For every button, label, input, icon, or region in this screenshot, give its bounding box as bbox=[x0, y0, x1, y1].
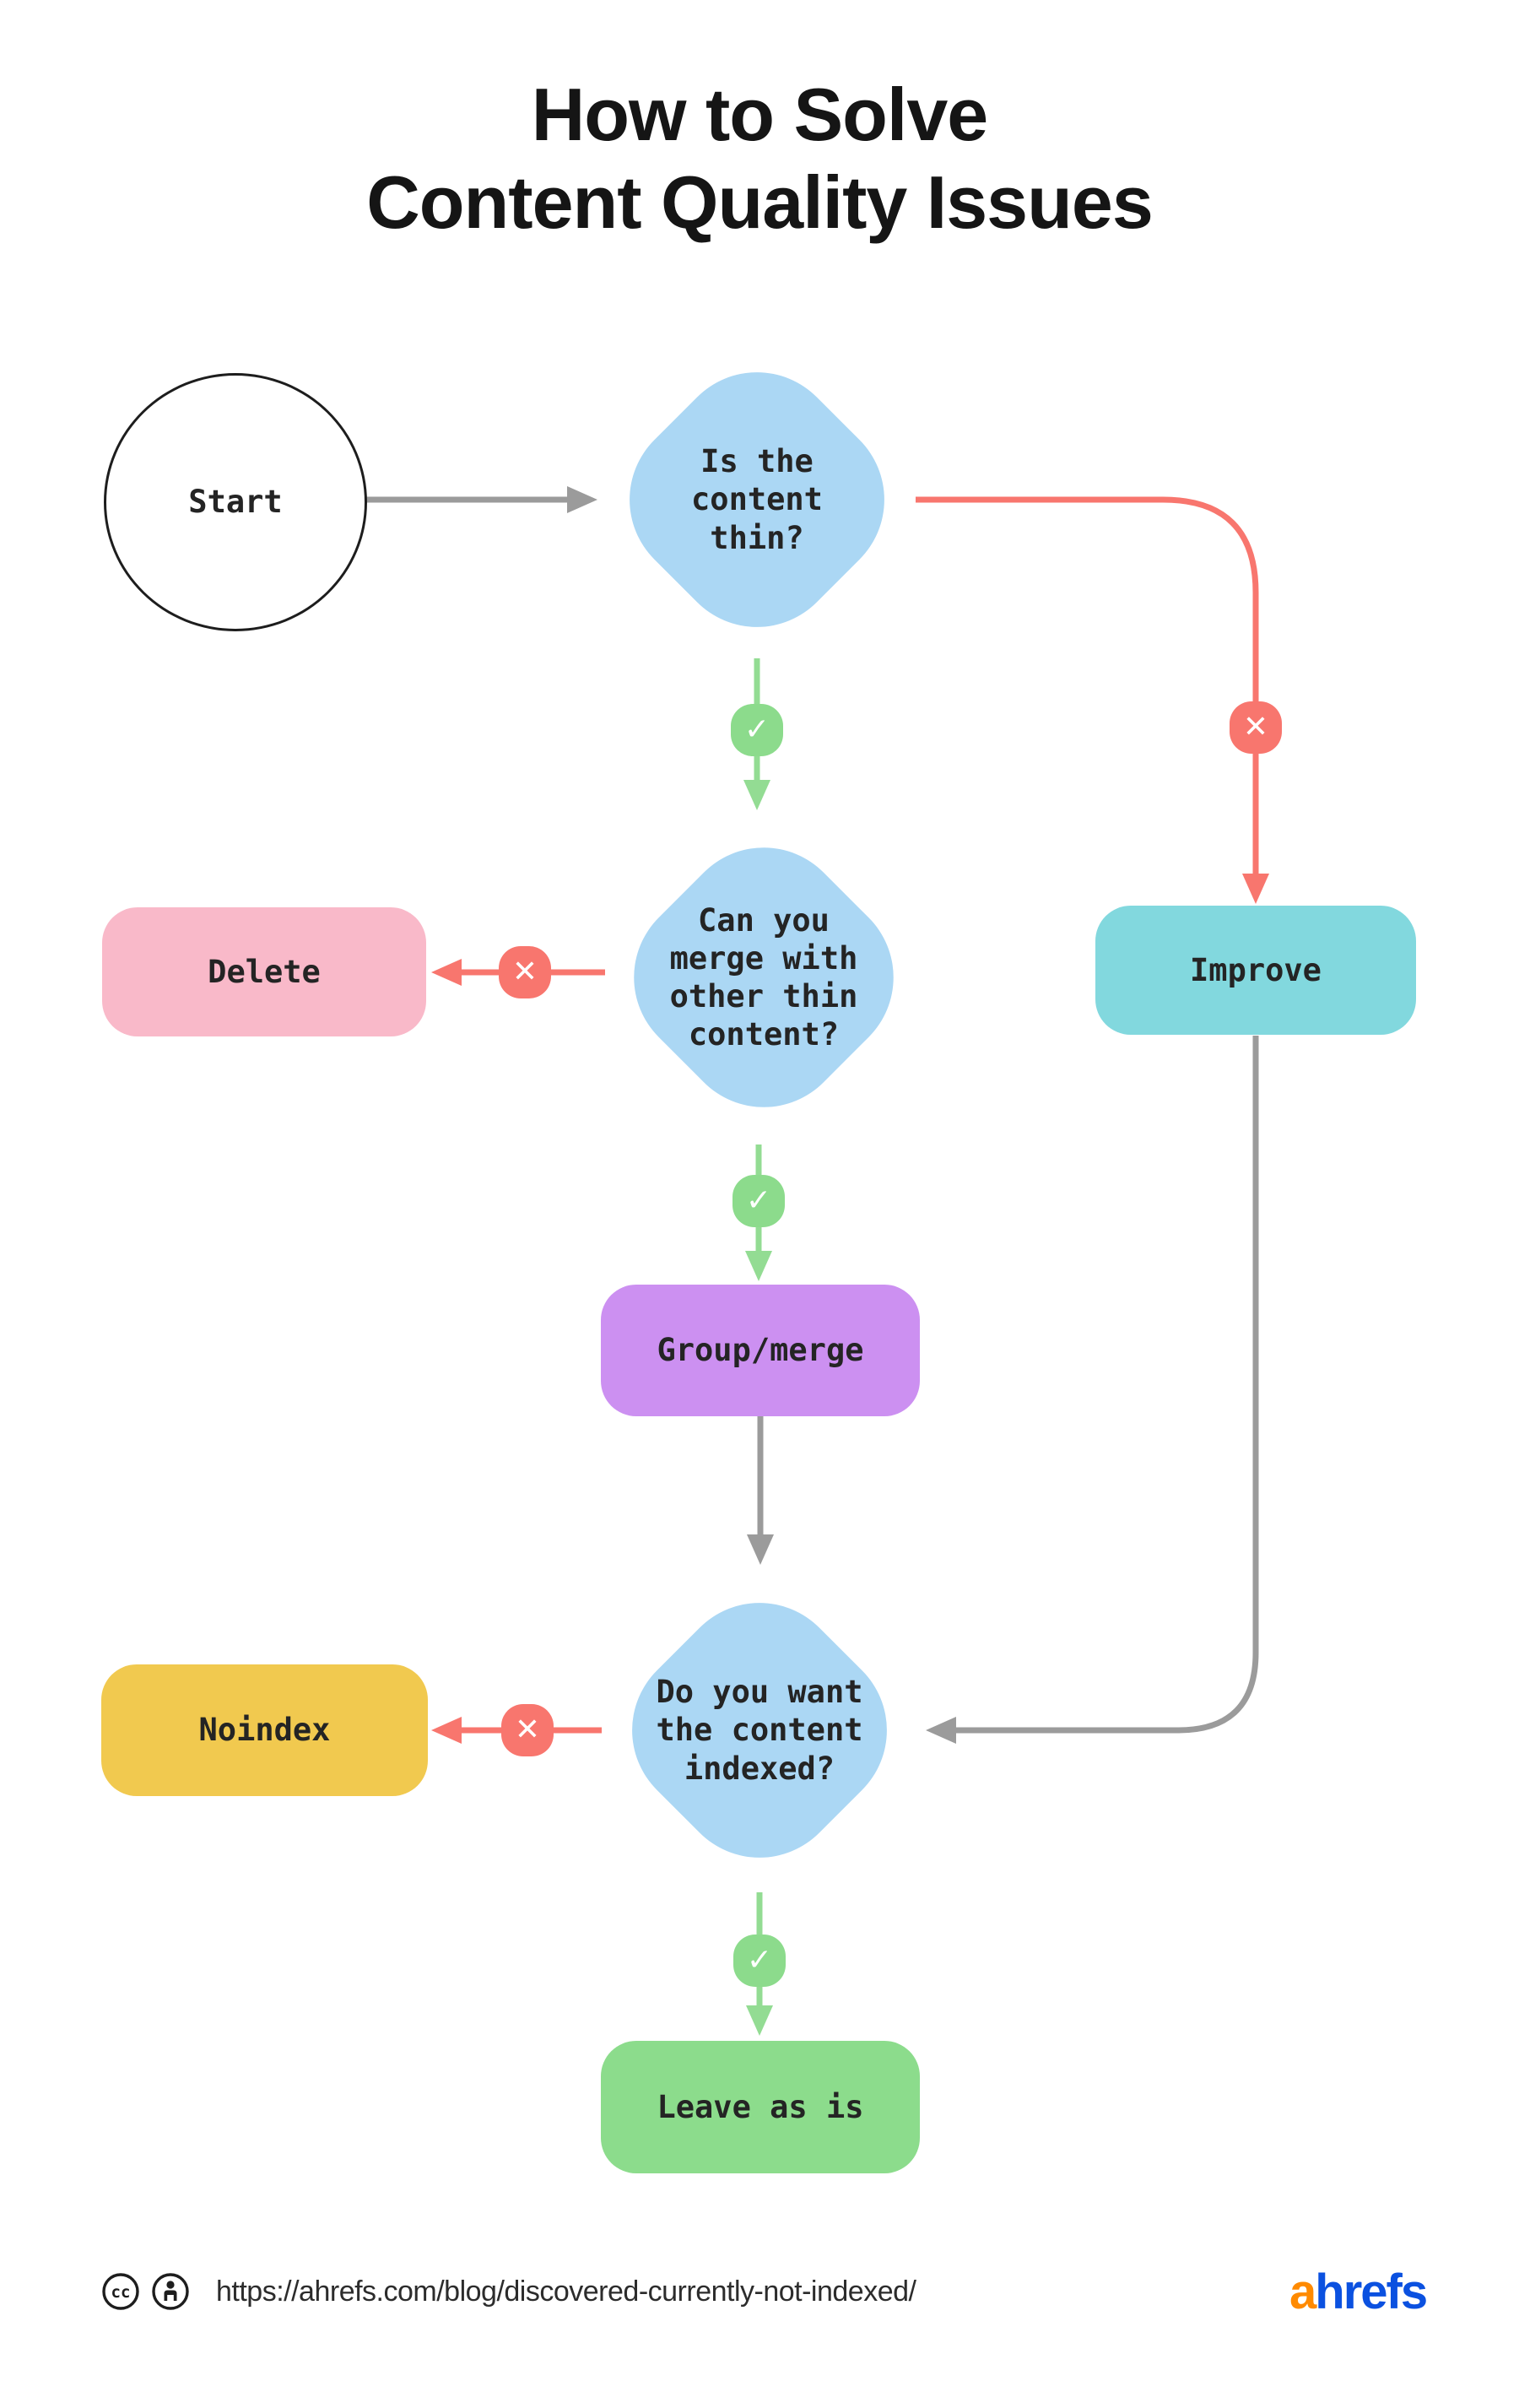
attribution-icon bbox=[152, 2273, 189, 2310]
action-group-merge-label: Group/merge bbox=[657, 1332, 864, 1369]
action-improve-label: Improve bbox=[1190, 951, 1322, 988]
page-title: How to Solve Content Quality Issues bbox=[366, 73, 1154, 244]
action-delete-label: Delete bbox=[208, 953, 321, 990]
cross-icon: ✕ bbox=[514, 1713, 541, 1747]
cc-letters: cc bbox=[111, 2283, 131, 2302]
action-noindex: Noindex bbox=[101, 1664, 428, 1796]
ahrefs-logo-a: a bbox=[1289, 2265, 1316, 2319]
cc-license-icon: cc bbox=[102, 2273, 139, 2310]
action-group-merge: Group/merge bbox=[601, 1285, 920, 1416]
cross-icon: ✕ bbox=[1242, 710, 1269, 744]
footer: cc https://ahrefs.com/blog/discovered-cu… bbox=[101, 2269, 916, 2314]
check-icon: ✓ bbox=[746, 1943, 773, 1978]
decision-want-indexed-label: Do you want the content indexed? bbox=[656, 1674, 863, 1787]
check-icon: ✓ bbox=[745, 1183, 772, 1218]
no-badge-merge: ✕ bbox=[499, 946, 551, 998]
ahrefs-logo: ahrefs bbox=[1289, 2264, 1428, 2320]
decision-want-indexed: Do you want the content indexed? bbox=[597, 1567, 922, 1893]
yes-badge-merge: ✓ bbox=[732, 1175, 785, 1227]
no-badge-thin: ✕ bbox=[1230, 701, 1282, 754]
decision-can-merge: Can you merge with other thin content? bbox=[598, 812, 929, 1143]
start-label: Start bbox=[188, 484, 283, 521]
start-node: Start bbox=[104, 373, 367, 631]
action-improve: Improve bbox=[1095, 906, 1416, 1035]
decision-can-merge-label: Can you merge with other thin content? bbox=[669, 901, 858, 1053]
action-delete: Delete bbox=[102, 907, 426, 1036]
action-leave-as-is-label: Leave as is bbox=[657, 2088, 864, 2125]
check-icon: ✓ bbox=[743, 712, 770, 747]
ahrefs-logo-hrefs: hrefs bbox=[1315, 2265, 1428, 2319]
source-url: https://ahrefs.com/blog/discovered-curre… bbox=[216, 2275, 916, 2308]
action-leave-as-is: Leave as is bbox=[601, 2041, 920, 2173]
decision-is-content-thin: Is the content thin? bbox=[594, 337, 920, 663]
decision-is-content-thin-label: Is the content thin? bbox=[691, 443, 823, 556]
cross-icon: ✕ bbox=[511, 955, 538, 989]
action-noindex-label: Noindex bbox=[198, 1712, 331, 1749]
no-badge-indexed: ✕ bbox=[501, 1704, 554, 1756]
yes-badge-thin: ✓ bbox=[731, 704, 783, 756]
connector-improve-to-indexed bbox=[926, 1036, 1259, 1744]
yes-badge-indexed: ✓ bbox=[733, 1935, 786, 1987]
connector-thin-no-to-improve bbox=[916, 496, 1269, 904]
